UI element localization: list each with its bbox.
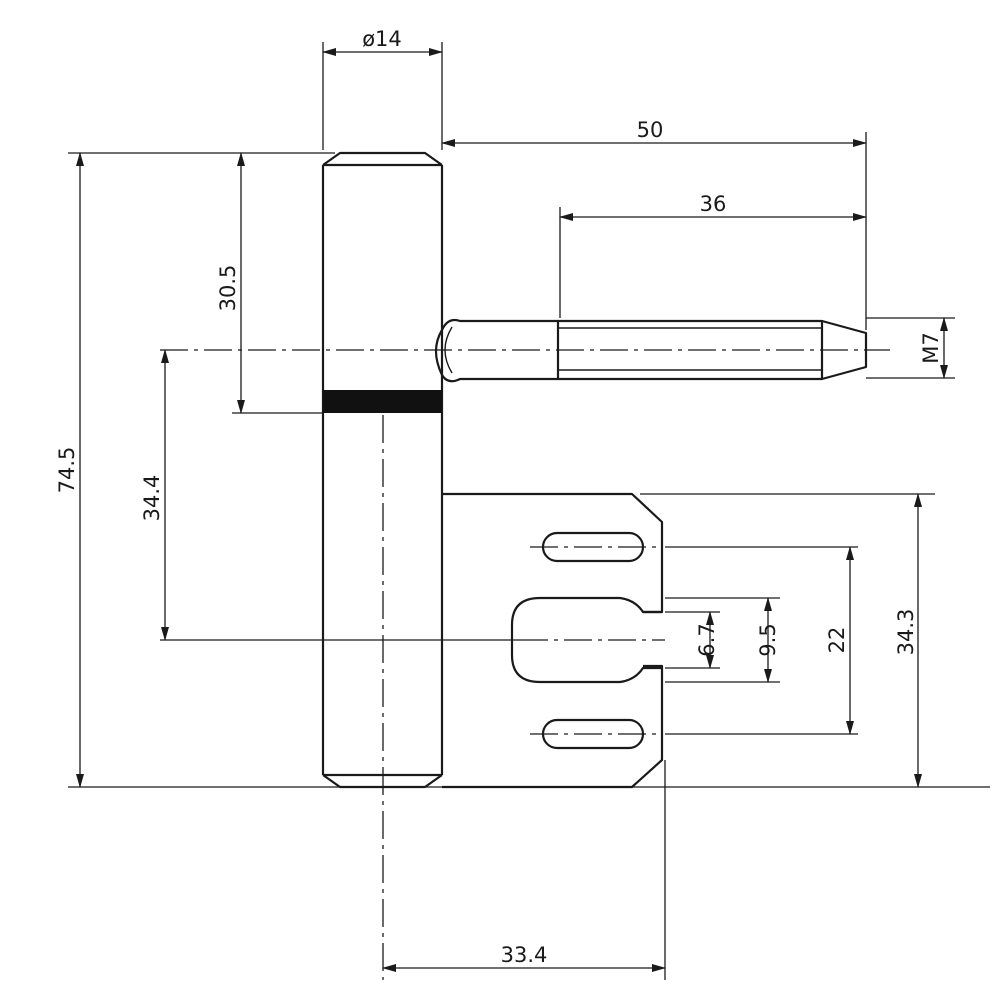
svg-text:74.5: 74.5: [55, 447, 79, 494]
svg-text:34.4: 34.4: [140, 475, 164, 522]
svg-text:ø14: ø14: [362, 27, 402, 51]
dimension-slot-head-width: 9.5: [665, 597, 780, 683]
svg-text:33.4: 33.4: [501, 943, 548, 967]
dimension-total-height: 74.5: [55, 152, 990, 788]
barrel-ring-band: [323, 390, 442, 413]
svg-text:M7: M7: [919, 332, 943, 363]
dimension-barrel-diameter: ø14: [322, 27, 443, 150]
dimension-thread-size: M7: [866, 317, 955, 379]
dimension-pin-reach: 50: [441, 118, 867, 330]
svg-text:34.3: 34.3: [894, 609, 918, 656]
dimension-slot-neck-width: 6.7: [665, 611, 720, 669]
dimension-plate-offset: 33.4: [382, 760, 666, 980]
svg-text:30.5: 30.5: [216, 265, 240, 312]
svg-text:36: 36: [700, 192, 727, 216]
dimension-plate-height: 34.3: [640, 493, 935, 788]
svg-text:22: 22: [825, 627, 849, 654]
svg-text:50: 50: [637, 118, 664, 142]
dimension-pin-to-slot-offset: 34.4: [140, 349, 520, 641]
hinge-pin: [434, 318, 868, 383]
svg-text:9.5: 9.5: [756, 623, 780, 656]
dimension-hole-spacing: 22: [665, 546, 858, 735]
dimension-thread-length: 36: [559, 192, 867, 318]
dimension-pin-height-from-top: 30.5: [216, 152, 323, 414]
svg-text:6.7: 6.7: [695, 623, 719, 656]
